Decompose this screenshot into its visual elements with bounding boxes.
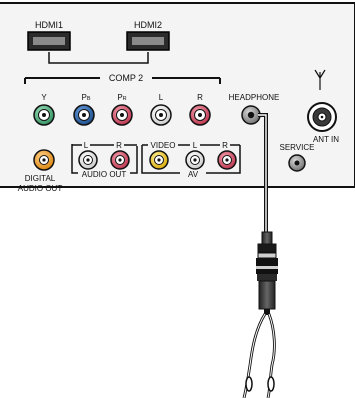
comp-pr-jack[interactable] bbox=[111, 104, 133, 126]
digital-label: DIGITAL bbox=[25, 174, 56, 183]
comp-y-label: Y bbox=[41, 93, 47, 102]
headphone-plug-icon bbox=[256, 231, 278, 315]
digital-audio-out-label: AUDIO OUT bbox=[18, 184, 63, 193]
video-label: VIDEO bbox=[151, 141, 176, 150]
digital-audio-out-jack[interactable] bbox=[33, 149, 55, 171]
audio-out-r-label: R bbox=[116, 141, 122, 150]
headphone-jack[interactable] bbox=[241, 105, 261, 125]
ant-in-jack[interactable] bbox=[307, 102, 337, 132]
av-r-jack[interactable] bbox=[217, 150, 237, 170]
earbud-icon bbox=[245, 376, 275, 392]
audio-out-r-jack[interactable] bbox=[110, 150, 130, 170]
av-bracket bbox=[141, 145, 241, 174]
hdmi1-label: HDMI1 bbox=[35, 20, 63, 30]
comp-r-jack[interactable] bbox=[189, 104, 211, 126]
comp-pb-jack[interactable] bbox=[73, 104, 95, 126]
comp-r-label: R bbox=[197, 93, 203, 102]
comp-l-jack[interactable] bbox=[150, 104, 172, 126]
av-video-jack[interactable] bbox=[149, 150, 169, 170]
comp-y-jack[interactable] bbox=[33, 104, 55, 126]
av-l-label: L bbox=[193, 141, 198, 150]
comp2-label: COMP 2 bbox=[109, 73, 143, 83]
comp-pb-label: PB bbox=[81, 93, 90, 102]
ant-in-label: ANT IN bbox=[313, 135, 339, 144]
av-label: AV bbox=[188, 170, 199, 179]
hdmi2-port[interactable] bbox=[126, 31, 170, 51]
av-r-label: R bbox=[222, 141, 228, 150]
hdmi-bracket bbox=[48, 52, 149, 64]
hdmi1-port[interactable] bbox=[27, 31, 71, 51]
comp-l-label: L bbox=[159, 93, 164, 102]
headphone-label: HEADPHONE bbox=[229, 93, 280, 102]
service-label: SERVICE bbox=[280, 143, 315, 152]
audio-out-bracket bbox=[71, 146, 138, 174]
audio-out-label: AUDIO OUT bbox=[82, 170, 127, 179]
audio-out-l-jack[interactable] bbox=[78, 150, 98, 170]
av-l-jack[interactable] bbox=[185, 150, 205, 170]
audio-out-l-label: L bbox=[84, 141, 89, 150]
antenna-icon bbox=[314, 69, 326, 90]
hdmi2-label: HDMI2 bbox=[134, 20, 162, 30]
comp-pr-label: PR bbox=[117, 93, 126, 102]
service-jack[interactable] bbox=[288, 154, 306, 172]
